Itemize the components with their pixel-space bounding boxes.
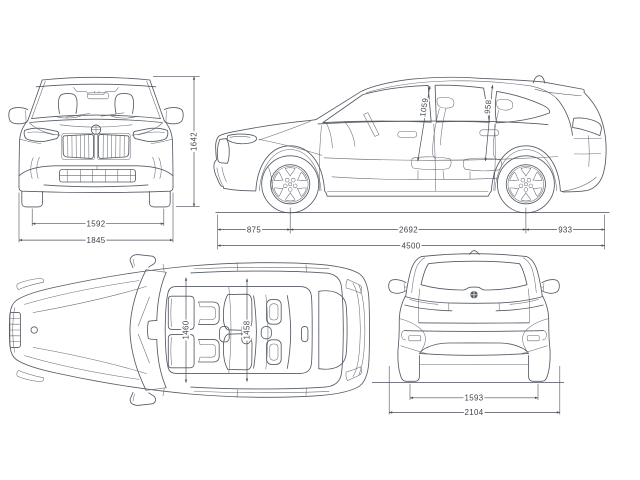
- front-car-drawing-line-8: [18, 187, 174, 194]
- side-car-drawing-detail-24: [440, 108, 447, 146]
- dim-side-rear-headroom-label: 958: [483, 99, 493, 114]
- front-car-drawing-detail-1: [73, 87, 119, 95]
- side-car-drawing-line-6: [494, 90, 551, 124]
- side-car-drawing-line-7: [317, 120, 549, 126]
- front-car-drawing-line-2: [35, 83, 157, 88]
- top-car-drawing-line-6: [260, 326, 272, 340]
- side-car-drawing-line-8: [226, 133, 258, 145]
- side-car-drawing-line-9: [216, 138, 230, 164]
- side-view: 875 2692 933 4500 1059 958: [213, 75, 610, 252]
- side-car-drawing-detail-16: [588, 135, 590, 167]
- side-car-drawing-detail-25: [410, 156, 452, 170]
- dim-side-rear-overhang-label: 933: [558, 225, 572, 234]
- front-car-drawing-line-7: [43, 184, 149, 188]
- top-car-drawing-line-2: [9, 312, 21, 348]
- front-car-drawing-detail-5: [91, 124, 101, 135]
- side-dimensions-dim-line-6: [417, 85, 431, 162]
- dim-side-wheelbase-label: 2692: [399, 225, 418, 234]
- front-car-drawing-detail-6: [59, 124, 133, 128]
- side-car-drawing-line-5: [434, 84, 490, 123]
- side-car-drawing: [213, 75, 607, 214]
- top-car-drawing-line-7: [301, 325, 309, 343]
- rear-wheel: [496, 155, 555, 214]
- side-car-drawing-detail-34: [331, 176, 499, 180]
- side-car-drawing-detail-19: [561, 176, 597, 192]
- side-car-drawing-line-3: [555, 97, 573, 136]
- dim-side-front-overhang-label: 875: [247, 225, 261, 234]
- side-dimensions-dim-line-7: [484, 85, 494, 162]
- front-body-left-half: [8, 80, 97, 208]
- top-car-drawing-line-1: [147, 319, 158, 341]
- side-dimensions-ext-line-1: [217, 214, 605, 250]
- front-car-drawing-line-6: [59, 169, 136, 183]
- rear-body-left-half: [388, 253, 475, 382]
- dim-rear-width-mirrors-label: 2104: [465, 408, 484, 417]
- front-car-drawing-detail-8: [66, 169, 131, 183]
- side-car-drawing-detail-31: [363, 112, 380, 137]
- side-car-drawing-line-2: [532, 75, 546, 84]
- front-dimensions-ext-line-3: [153, 76, 200, 207]
- dim-side-front-headroom-label: 1059: [418, 97, 430, 117]
- rear-body-right-half: [473, 253, 560, 382]
- dim-front-track-label: 1592: [87, 219, 106, 228]
- front-wheel: [261, 155, 320, 214]
- top-view: 1460 1458: [8, 254, 370, 406]
- side-car-drawing-detail-7: [479, 129, 500, 137]
- side-car-drawing-detail-6: [397, 131, 418, 138]
- dim-rear-track-label: 1593: [465, 394, 484, 403]
- dim-front-width-label: 1845: [87, 236, 106, 245]
- side-car-drawing-detail-30: [469, 171, 495, 180]
- front-car-drawing-line-1: [41, 76, 151, 81]
- dim-front-height-label: 1642: [190, 132, 199, 151]
- top-dimensions: 1460 1458: [180, 277, 253, 383]
- side-car-drawing-detail-2: [366, 80, 557, 99]
- rear-car-drawing: [388, 250, 560, 382]
- top-body-upper-half: [8, 254, 370, 331]
- top-car-drawing-line-4: [219, 325, 230, 343]
- side-car-drawing-detail-8: [323, 156, 559, 161]
- side-car-drawing-detail-21: [494, 149, 558, 192]
- side-car-drawing-detail-14: [221, 166, 227, 183]
- side-car-drawing-detail-22: [436, 96, 455, 109]
- front-view: 1592 1845 1642: [8, 76, 200, 247]
- front-car-drawing-line-4: [31, 114, 161, 120]
- top-car-drawing-detail-1: [10, 318, 20, 342]
- side-car-drawing-detail-3: [319, 125, 322, 192]
- side-car-drawing-detail-32: [343, 121, 356, 147]
- dim-top-rear-shoulder-label: 1458: [243, 320, 252, 339]
- front-car-drawing: [8, 76, 184, 208]
- front-dimensions-ext-line-2: [18, 192, 174, 243]
- rear-view: 1593 2104: [372, 250, 564, 419]
- dim-top-front-shoulder-label: 1460: [182, 320, 191, 339]
- side-dimensions: 875 2692 933 4500 1059 958: [215, 85, 610, 252]
- side-car-drawing-detail-20: [259, 149, 322, 192]
- side-car-drawing-detail-4: [433, 123, 437, 192]
- dim-side-length-label: 4500: [402, 241, 421, 250]
- side-car-drawing-detail-11: [229, 136, 251, 138]
- rear-car-drawing-line-1: [469, 250, 480, 255]
- front-car-drawing-detail-2: [87, 92, 109, 100]
- side-car-drawing-detail-33: [325, 122, 333, 149]
- side-car-drawing-detail-1: [534, 88, 582, 97]
- rear-dimensions: 1593 2104: [372, 366, 564, 419]
- side-car-drawing-detail-9: [258, 139, 323, 156]
- side-car-drawing-line-1: [213, 76, 607, 197]
- side-car-drawing-detail-13: [216, 167, 223, 185]
- front-body-right-half: [95, 80, 184, 208]
- top-car-drawing-line-3: [30, 326, 38, 334]
- side-car-drawing-line-10: [572, 117, 602, 137]
- rear-dimensions-ext-line-2: [388, 366, 561, 415]
- side-car-drawing-detail-27: [496, 98, 514, 111]
- side-car-drawing-detail-23: [432, 108, 440, 159]
- front-car-drawing-detail-3: [94, 90, 100, 94]
- side-car-drawing-detail-12: [258, 121, 311, 141]
- front-car-drawing-line-5: [29, 118, 163, 123]
- side-car-drawing-detail-26: [417, 170, 445, 180]
- front-dimensions: 1592 1845 1642: [18, 76, 200, 247]
- side-car-drawing-line-4: [322, 84, 432, 124]
- rear-car-drawing-line-3: [470, 291, 478, 299]
